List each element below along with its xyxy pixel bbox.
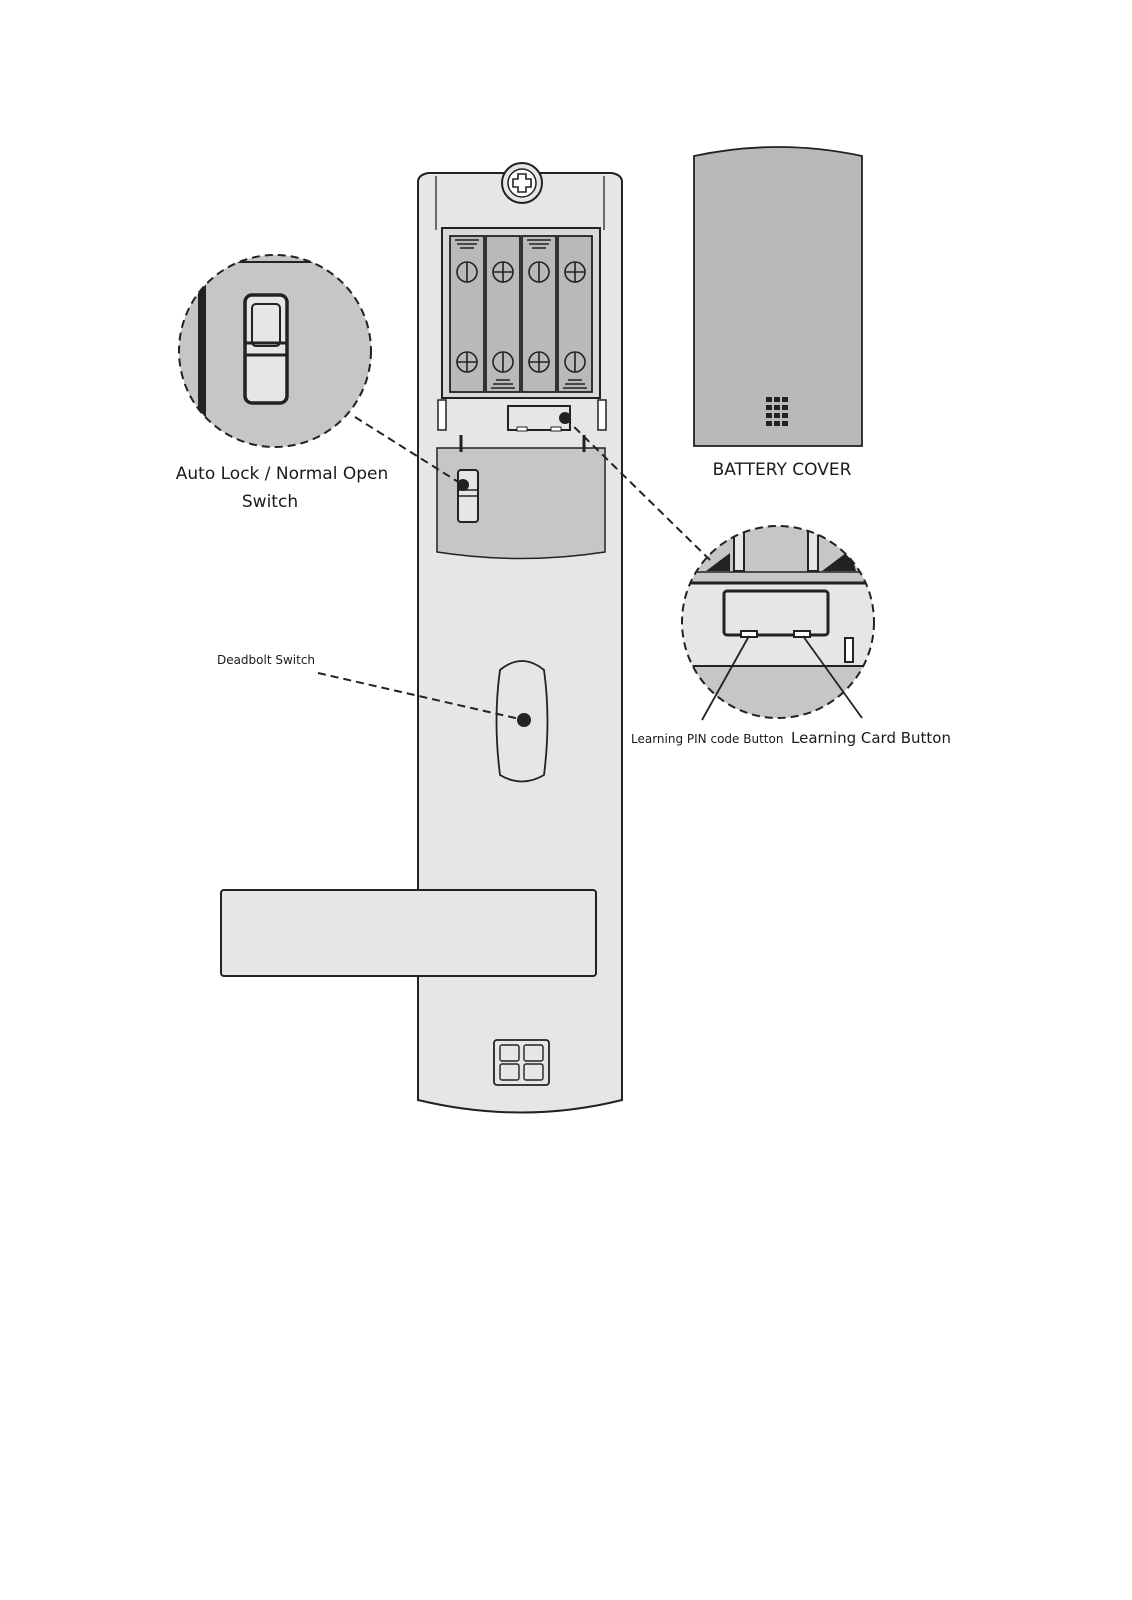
battery-cover bbox=[693, 146, 863, 447]
learning-buttons-housing bbox=[437, 399, 607, 432]
door-handle bbox=[220, 889, 597, 977]
switch-panel bbox=[436, 435, 606, 560]
keypad-icon bbox=[493, 1039, 550, 1086]
minus-terminal-icon bbox=[528, 261, 550, 283]
plus-terminal-icon bbox=[456, 351, 478, 373]
auto-lock-label-line1: Auto Lock / Normal Open bbox=[176, 464, 389, 484]
minus-terminal-icon bbox=[492, 351, 514, 373]
learning-card-label: Learning Card Button bbox=[791, 729, 951, 747]
auto-lock-label-line2: Switch bbox=[242, 492, 298, 512]
auto-lock-switch[interactable] bbox=[457, 469, 479, 523]
zoom-auto-lock-switch bbox=[178, 254, 372, 448]
learning-buttons-marker bbox=[559, 412, 571, 424]
plus-terminal-icon bbox=[528, 351, 550, 373]
deadbolt-switch-label: Deadbolt Switch bbox=[217, 653, 315, 667]
plus-terminal-icon bbox=[492, 261, 514, 283]
zoom-learning-buttons bbox=[681, 525, 875, 719]
plus-terminal-icon bbox=[564, 261, 586, 283]
leader-lines bbox=[317, 412, 863, 727]
keypad-grid-icon bbox=[766, 397, 788, 426]
minus-terminal-icon bbox=[564, 351, 586, 373]
battery-cover-label: BATTERY COVER bbox=[713, 460, 852, 480]
minus-terminal-icon bbox=[456, 261, 478, 283]
screw-icon bbox=[501, 162, 543, 204]
battery-compartment bbox=[441, 227, 601, 399]
learning-pin-label: Learning PIN code Button bbox=[631, 732, 783, 746]
auto-lock-marker bbox=[457, 479, 469, 491]
deadbolt-marker bbox=[517, 713, 531, 727]
